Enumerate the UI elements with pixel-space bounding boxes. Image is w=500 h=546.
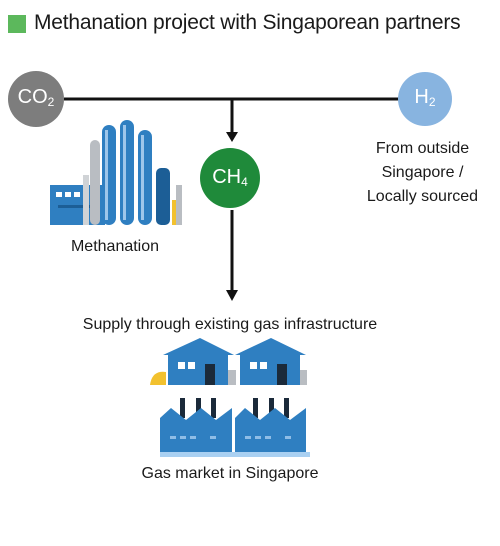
factory-icon-left bbox=[160, 398, 235, 457]
title-legend-square bbox=[8, 15, 26, 33]
house-icon-left bbox=[150, 338, 236, 385]
h2-source-label: From outside Singapore / Locally sourced bbox=[366, 140, 479, 205]
co2-label: CO2 bbox=[17, 86, 55, 109]
ch4-node bbox=[200, 148, 260, 208]
supply-label: Supply through existing gas infrastructu… bbox=[82, 316, 378, 333]
market-label: Gas market in Singapore bbox=[141, 465, 319, 482]
ch4-label: CH4 bbox=[212, 166, 248, 189]
arrowhead-to-supply bbox=[226, 290, 238, 301]
house-icon-right bbox=[235, 338, 307, 385]
h2-node bbox=[398, 72, 452, 126]
arrowhead-to-ch4 bbox=[226, 132, 238, 142]
methanation-label: Methanation bbox=[70, 238, 160, 255]
co2-node bbox=[8, 71, 64, 127]
h2-label: H2 bbox=[414, 86, 436, 109]
page-title: Methanation project with Singaporean par… bbox=[34, 11, 461, 34]
factory-icon-right bbox=[235, 398, 310, 457]
methanation-plant-icon bbox=[50, 120, 182, 225]
